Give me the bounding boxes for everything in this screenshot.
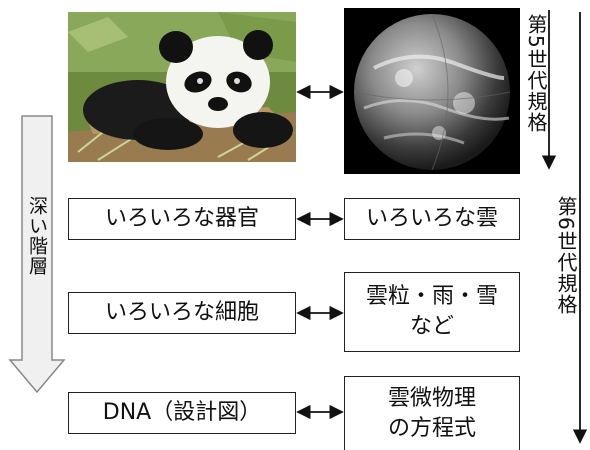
depth-arrow-label: 深い階層 — [26, 196, 48, 276]
depth-arrow-shape — [8, 115, 66, 394]
earth-satellite-image — [344, 8, 520, 174]
left-box-organs: いろいろな器官 — [68, 198, 296, 240]
right-box-equations-label: 雲微物理 の方程式 — [387, 385, 476, 441]
right-box-particles-label: 雲粒・雨・雪 など — [365, 284, 498, 339]
right-box-clouds: いろいろな雲 — [344, 198, 520, 240]
left-box-cells-label: いろいろな細胞 — [104, 300, 259, 325]
gen5-label: 第5世代規格 — [524, 14, 548, 133]
left-box-cells: いろいろな細胞 — [68, 292, 296, 334]
left-box-dna: DNA（設計図） — [68, 392, 296, 434]
right-box-particles: 雲粒・雨・雪 など — [344, 272, 520, 352]
left-box-dna-label: DNA（設計図） — [102, 400, 262, 425]
panda-photo — [68, 12, 296, 162]
gen6-label: 第6世代規格 — [554, 196, 578, 315]
right-box-equations: 雲微物理 の方程式 — [344, 376, 520, 450]
right-box-clouds-label: いろいろな雲 — [365, 206, 498, 231]
left-box-organs-label: いろいろな器官 — [104, 206, 259, 231]
